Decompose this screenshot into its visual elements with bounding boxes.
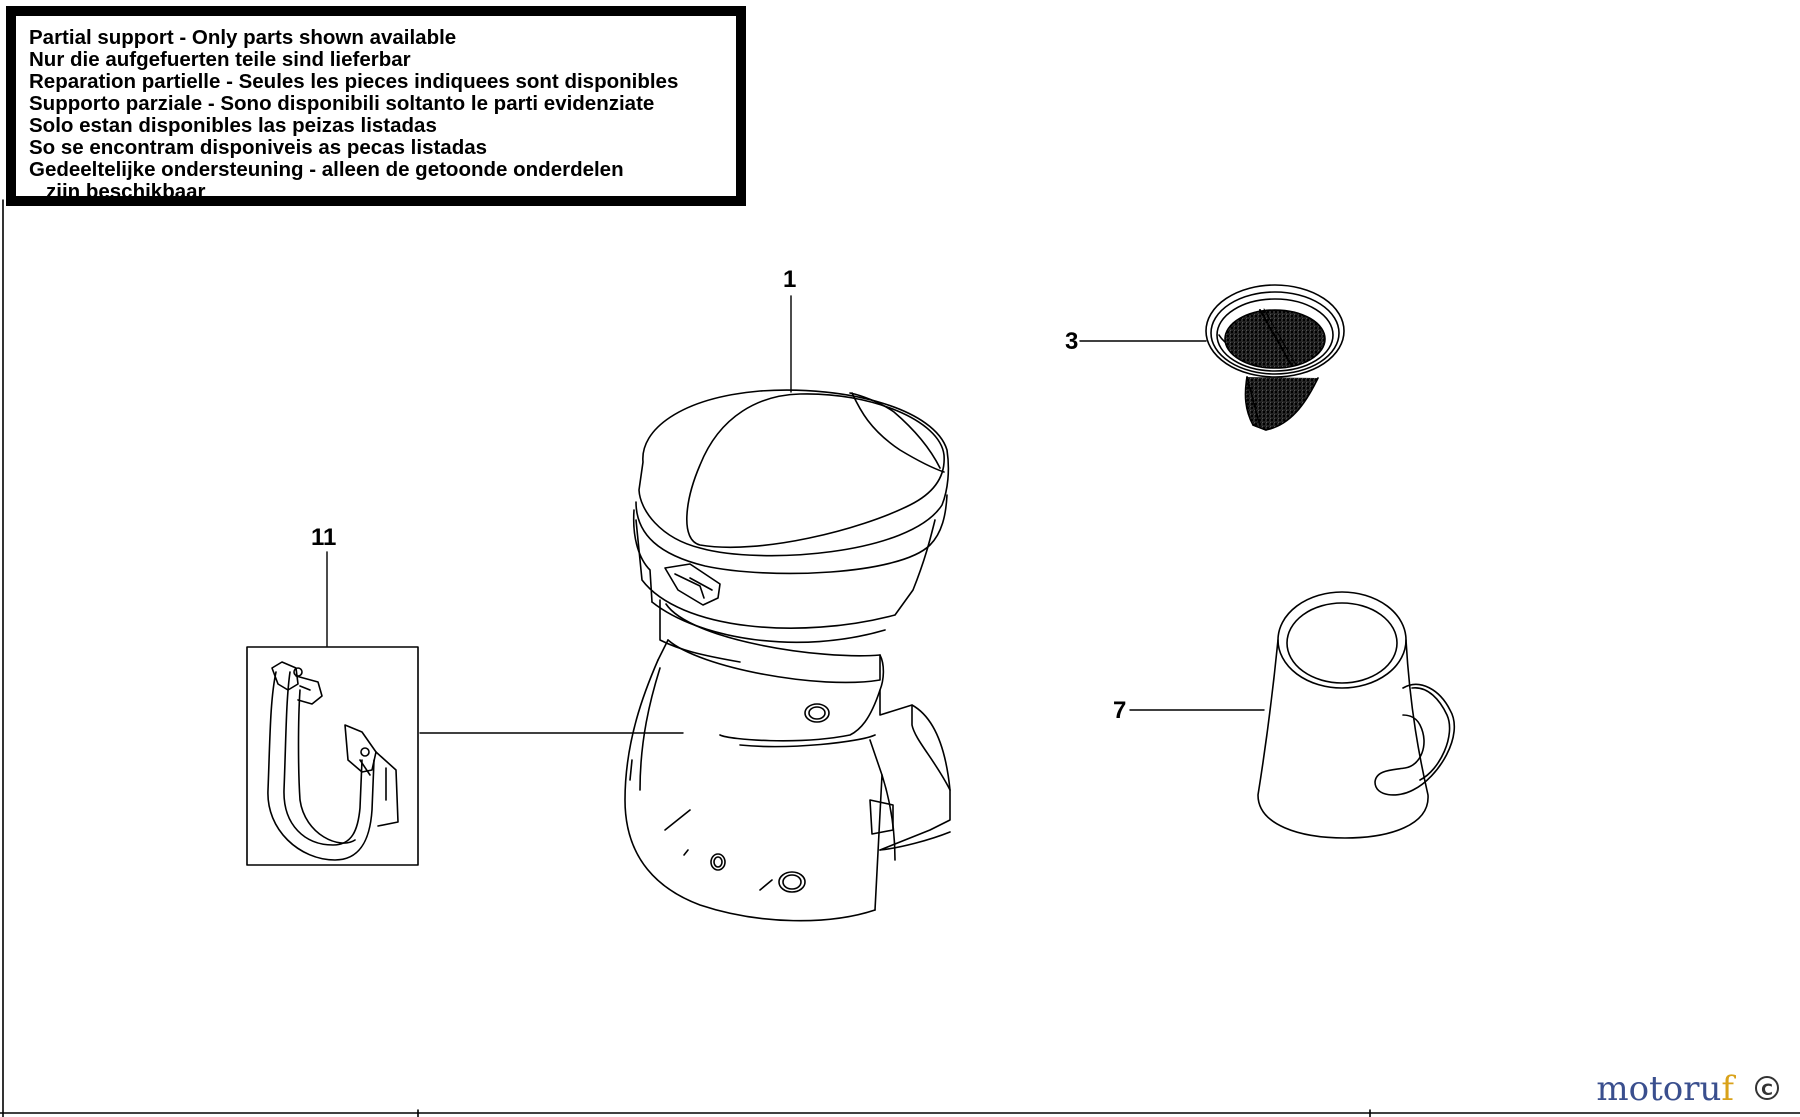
brand-accent: f <box>1721 1069 1734 1109</box>
carafe-jug-icon <box>1257 591 1456 839</box>
partial-support-notice: Partial support - Only parts shown avail… <box>6 6 746 206</box>
callout-part-7: 7 <box>1113 697 1127 724</box>
notice-line-de: Nur die aufgefuerten teile sind lieferba… <box>29 48 411 71</box>
heating-element-icon <box>246 646 419 866</box>
notice-line-pt: So se encontram disponiveis as pecas lis… <box>29 136 488 159</box>
callout-part-3: 3 <box>1065 328 1079 355</box>
callout-part-1: 1 <box>783 266 797 293</box>
leader-lines <box>326 295 1265 734</box>
page-frame <box>0 199 1800 1117</box>
brand-text: motoru <box>1596 1069 1722 1109</box>
notice-line-it: Supporto parziale - Sono disponibili sol… <box>29 92 655 115</box>
notice-line-en: Partial support - Only parts shown avail… <box>29 26 457 49</box>
callout-part-11: 11 <box>311 524 337 551</box>
filter-basket-icon <box>1205 284 1345 431</box>
notice-line-fr: Reparation partielle - Seules les pieces… <box>29 70 679 93</box>
notice-line-nl: Gedeeltelijke ondersteuning - alleen de … <box>29 158 624 181</box>
notice-line-es: Solo estan disponibles las peizas listad… <box>29 114 437 137</box>
coffee-maker-housing-icon <box>624 389 951 922</box>
notice-line-nl-cont: zijn beschikbaar <box>46 180 206 203</box>
copyright-mark-icon: C <box>1755 1076 1779 1100</box>
brand-watermark: motoruf <box>1596 1072 1734 1106</box>
